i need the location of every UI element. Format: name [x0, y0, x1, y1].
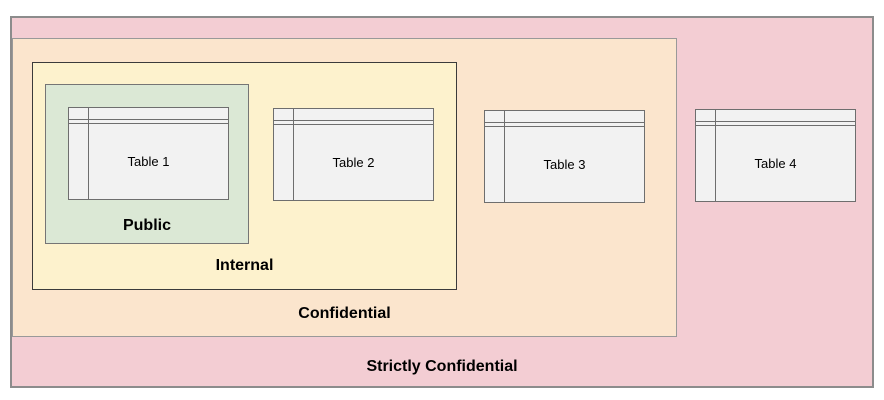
table-column-divider	[293, 109, 294, 200]
table-row-divider	[696, 125, 855, 126]
zone-label-internal: Internal	[215, 257, 274, 274]
table-column-divider	[88, 108, 89, 199]
table-2-shape: Table 2	[273, 108, 434, 201]
table-1-label: Table 1	[127, 153, 170, 169]
table-column-divider	[504, 111, 505, 202]
table-3-shape: Table 3	[484, 110, 645, 203]
zone-label-public: Public	[122, 217, 171, 234]
table-header-divider	[485, 122, 644, 123]
zone-internal: Table 1 Public Table 2 Internal	[32, 62, 457, 290]
table-row-divider	[274, 124, 433, 125]
table-header-divider	[696, 121, 855, 122]
table-column-divider	[715, 110, 716, 201]
table-4-label: Table 4	[754, 155, 797, 171]
zone-confidential: Table 1 Public Table 2 Internal Table 3	[12, 38, 677, 337]
table-header-divider	[69, 119, 228, 120]
zone-label-confidential: Confidential	[298, 305, 391, 322]
table-2-label: Table 2	[332, 154, 375, 170]
table-1-shape: Table 1	[68, 107, 229, 200]
table-4-shape: Table 4	[695, 109, 856, 202]
table-3-label: Table 3	[543, 156, 586, 172]
table-row-divider	[485, 126, 644, 127]
zone-label-strictly-confidential: Strictly Confidential	[366, 358, 518, 375]
table-header-divider	[274, 120, 433, 121]
table-row-divider	[69, 123, 228, 124]
zone-public: Table 1 Public	[45, 84, 249, 244]
zone-strictly-confidential: Table 1 Public Table 2 Internal Table 3	[10, 16, 874, 388]
